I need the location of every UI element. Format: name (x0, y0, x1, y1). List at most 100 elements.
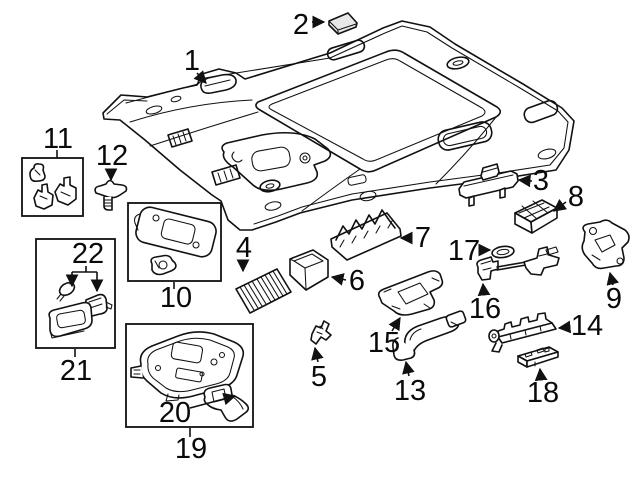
dome-oval-inner (452, 60, 464, 66)
callout-label-20[interactable]: 20 (159, 397, 191, 429)
group-box-19 (125, 323, 254, 428)
console-plug-lines (133, 369, 141, 375)
clip-b (33, 183, 54, 210)
lamp-housing-lip (49, 329, 85, 339)
retainer-fins (335, 209, 396, 241)
visor-mount-bump-line (204, 79, 231, 87)
callout-label-17[interactable]: 17 (448, 235, 480, 267)
support-peg (468, 195, 475, 207)
pad-edge (328, 20, 357, 35)
part-12-clip-drawing (94, 179, 128, 211)
clip-c (54, 176, 77, 206)
box-outline (289, 249, 329, 291)
handle-detail (409, 321, 458, 341)
callout-label-11[interactable]: 11 (43, 123, 73, 155)
cutout-oval (537, 148, 557, 160)
cutout-oval (359, 190, 377, 202)
callout-label-10[interactable]: 10 (160, 282, 192, 314)
leader-16 (477, 282, 491, 297)
sun-visor-mirror (160, 218, 196, 245)
callout-label-19[interactable]: 19 (175, 433, 207, 465)
console-cutout-hook (231, 151, 243, 163)
sunroof-opening-inner (268, 58, 486, 162)
leader-20 (189, 392, 237, 409)
console-cutout (221, 131, 332, 192)
rail-bumps (497, 312, 553, 338)
clip-flange (94, 179, 128, 199)
speaker-grille (167, 128, 193, 148)
callout-label-16[interactable]: 16 (469, 293, 501, 325)
console-hole (210, 358, 218, 366)
console-hole (218, 351, 226, 359)
group-box-11-frame (21, 157, 84, 217)
dome-oval (446, 56, 470, 70)
rear-bump (326, 39, 366, 61)
callout-label-13[interactable]: 13 (394, 375, 426, 407)
callout-label-18[interactable]: 18 (527, 377, 559, 409)
sun-visor-pivot (192, 241, 200, 249)
pad-body (328, 12, 358, 35)
leader-13 (402, 360, 415, 377)
console-switch-row (175, 367, 203, 383)
bracket-body (581, 219, 630, 270)
support-center-line (482, 167, 498, 173)
crease-line (435, 116, 497, 185)
part-6-retainer-box-drawing (289, 249, 329, 291)
rail-end-cap (488, 329, 500, 343)
callout-label-22[interactable]: 22 (72, 238, 104, 270)
part-14-rail-drawing (488, 312, 557, 353)
grommet-inner (496, 248, 510, 256)
leader-5 (311, 346, 324, 363)
callout-label-15[interactable]: 15 (368, 327, 400, 359)
callout-label-9[interactable]: 9 (606, 283, 622, 315)
callout-label-3[interactable]: 3 (533, 165, 549, 197)
rail-ticks (509, 325, 542, 340)
callout-label-14[interactable]: 14 (571, 310, 603, 342)
callout-label-1[interactable]: 1 (184, 45, 200, 77)
rod-right-head (523, 246, 560, 276)
group-box-10 (127, 202, 222, 282)
leader-8 (552, 198, 568, 212)
bracket-inner (591, 234, 616, 261)
console-body (139, 331, 245, 399)
cutout-oval (145, 105, 163, 115)
part-15-console-bracket-drawing (377, 270, 444, 316)
part-13-grab-handle-drawing (392, 310, 467, 361)
clip-a-line (34, 169, 41, 176)
retainer-face-lines (339, 220, 393, 248)
support-center-box (480, 163, 500, 181)
support-bar-line (463, 174, 514, 187)
grommet-outer (491, 245, 515, 259)
speaker-grille-ribs (172, 131, 187, 146)
ribbed-pad-outline (235, 268, 292, 314)
visor-clip (150, 254, 177, 276)
console-hole (154, 364, 162, 372)
callout-label-8[interactable]: 8 (568, 181, 584, 213)
cutout-tab (347, 174, 367, 186)
callout-label-12[interactable]: 12 (96, 140, 128, 172)
callout-label-6[interactable]: 6 (349, 265, 365, 297)
callout-label-2[interactable]: 2 (293, 9, 309, 41)
leader-1 (193, 70, 207, 84)
leader-18 (534, 367, 548, 382)
rail-hook (491, 342, 503, 353)
speaker-grille (211, 164, 241, 186)
callout-label-21[interactable]: 21 (60, 355, 92, 387)
part-5-clip-drawing (310, 320, 332, 345)
part-16-rod-drawing (476, 246, 560, 281)
console-tab (165, 393, 180, 402)
group-box-10-frame (127, 202, 222, 282)
leader-6 (330, 273, 347, 286)
corner-recess (523, 99, 559, 124)
crease-line (129, 99, 253, 123)
sun-visor-pivot (152, 214, 160, 222)
group-box-19-frame (125, 323, 254, 428)
clip-detail (316, 325, 324, 335)
rail-bar (497, 322, 557, 344)
part-8-wedge-drawing (514, 199, 558, 234)
callout-label-5[interactable]: 5 (311, 361, 327, 393)
callout-label-4[interactable]: 4 (236, 232, 252, 264)
callout-label-7[interactable]: 7 (415, 222, 431, 254)
box-opening (293, 253, 324, 269)
